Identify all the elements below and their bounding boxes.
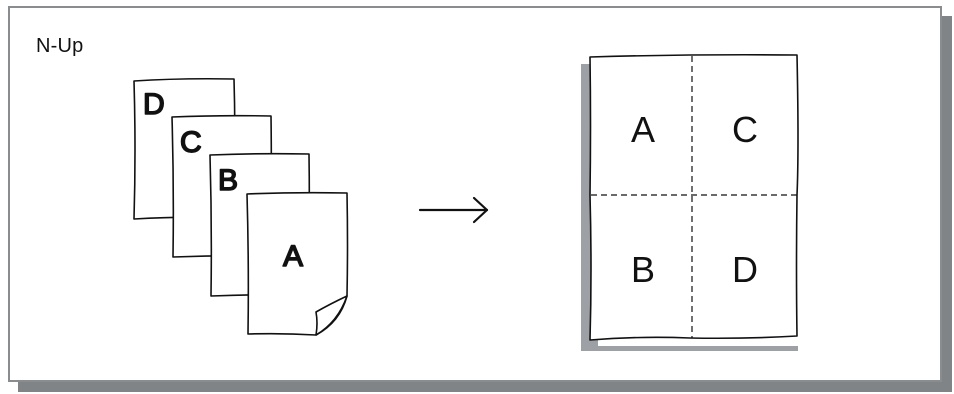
output-cell-top-right: C <box>732 109 758 150</box>
input-sheet-stack: D C B A <box>133 77 349 336</box>
input-sheet-letter-b: B <box>218 164 238 197</box>
diagram-title: N-Up <box>36 35 84 57</box>
input-sheet-a: A <box>246 191 349 336</box>
right-arrow-icon <box>418 196 489 224</box>
input-sheet-letter-a: A <box>283 240 303 273</box>
output-sheet: A C B D <box>581 53 799 351</box>
output-cell-bottom-left: B <box>631 249 655 290</box>
page-curl <box>315 295 348 336</box>
input-sheet-letter-d: D <box>143 88 165 121</box>
output-cell-top-left: A <box>631 109 655 150</box>
output-cell-bottom-right: D <box>732 249 758 290</box>
input-sheet-letter-c: C <box>180 126 202 159</box>
